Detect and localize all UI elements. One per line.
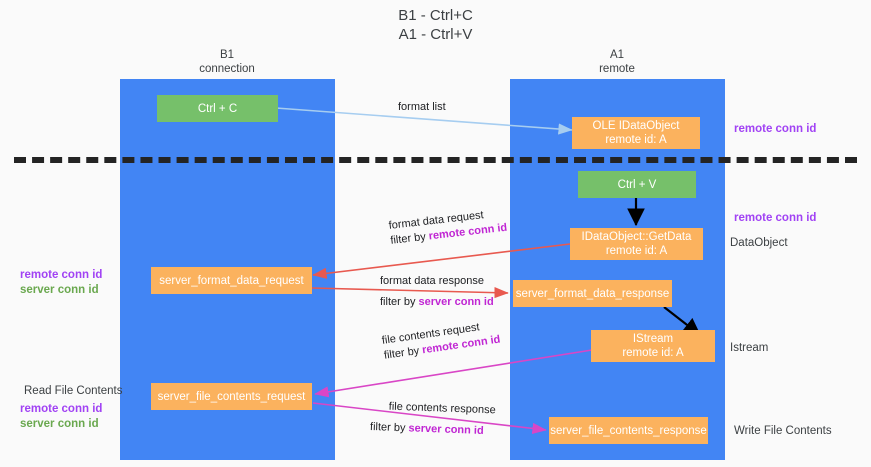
right-label-dataobject: DataObject	[730, 237, 788, 249]
column-header-a1-name: A1	[609, 49, 625, 61]
left-label-remote-conn-id-mid: remote conn id	[20, 269, 103, 281]
edge-label-format-data-request: format data request filter by remote con…	[388, 206, 508, 249]
filter-prefix: filter by	[383, 344, 424, 362]
node-istream[interactable]: IStream remote id: A	[591, 330, 715, 362]
edge-label-file-contents-response-filter: filter by server conn id	[370, 420, 495, 439]
node-idataobject-getdata[interactable]: IDataObject::GetData remote id: A	[570, 228, 703, 260]
node-ctrl-c[interactable]: Ctrl + C	[157, 95, 278, 122]
column-header-b1: B1 connection	[137, 48, 317, 76]
column-header-b1-name: B1	[219, 49, 235, 61]
node-ole-idataobject-remote-id: remote id: A	[605, 134, 667, 146]
node-istream-title: IStream	[632, 333, 674, 345]
edge-label-format-data-response-filter: filter by server conn id	[380, 295, 494, 310]
right-label-remote-conn-id-top: remote conn id	[734, 123, 817, 135]
left-label-server-conn-id-bottom: server conn id	[20, 418, 99, 430]
node-ole-idataobject-title: OLE IDataObject	[592, 120, 680, 132]
node-server-format-data-request[interactable]: server_format_data_request	[151, 267, 312, 294]
node-server-format-data-response-label: server_format_data_response	[515, 287, 670, 300]
node-idataobject-getdata-remote-id: remote id: A	[605, 245, 668, 257]
node-ctrl-v-label: Ctrl + V	[617, 178, 657, 191]
node-server-format-data-request-label: server_format_data_request	[159, 274, 304, 287]
edge-label-format-data-response-text: format data response	[380, 275, 484, 287]
right-label-write-file-contents: Write File Contents	[734, 425, 832, 437]
edge-label-format-data-response: format data response filter by server co…	[380, 274, 494, 310]
column-header-a1: A1 remote	[527, 48, 707, 76]
right-label-istream: Istream	[730, 342, 769, 354]
node-server-file-contents-request[interactable]: server_file_contents_request	[151, 383, 312, 410]
node-ole-idataobject[interactable]: OLE IDataObject remote id: A	[572, 117, 700, 149]
node-ctrl-c-label: Ctrl + C	[197, 102, 238, 115]
right-label-remote-conn-id-mid: remote conn id	[734, 212, 817, 224]
title-line-2: A1 - Ctrl+V	[398, 26, 473, 43]
filter-prefix: filter by	[389, 230, 430, 247]
filter-key-server-conn-id: server conn id	[418, 296, 494, 308]
node-idataobject-getdata-title: IDataObject::GetData	[581, 231, 692, 243]
column-header-b1-sub: connection	[199, 63, 255, 75]
section-divider	[14, 157, 857, 163]
left-label-remote-conn-id-bottom: remote conn id	[20, 403, 103, 415]
column-header-a1-sub: remote	[599, 63, 635, 75]
edge-label-format-list-text: format list	[398, 101, 446, 113]
title-line-1: B1 - Ctrl+C	[398, 7, 473, 24]
filter-prefix: filter by	[369, 420, 409, 435]
node-server-file-contents-request-label: server_file_contents_request	[157, 390, 306, 403]
edge-label-file-contents-request: file contents request filter by remote c…	[381, 318, 501, 364]
left-label-server-conn-id-mid: server conn id	[20, 284, 99, 296]
node-server-format-data-response[interactable]: server_format_data_response	[513, 280, 672, 307]
page-title: B1 - Ctrl+C A1 - Ctrl+V	[0, 6, 871, 44]
edge-label-format-list: format list	[398, 100, 446, 115]
edge-label-file-contents-response-text: file contents response	[388, 400, 496, 417]
filter-prefix: filter by	[380, 296, 419, 308]
filter-key-server-conn-id: server conn id	[408, 422, 484, 437]
node-server-file-contents-response[interactable]: server_file_contents_response	[549, 417, 708, 444]
node-server-file-contents-response-label: server_file_contents_response	[550, 424, 707, 437]
edge-label-file-contents-response: file contents response filter by server …	[370, 399, 496, 439]
node-istream-remote-id: remote id: A	[622, 347, 684, 359]
node-ctrl-v[interactable]: Ctrl + V	[578, 171, 696, 198]
left-label-read-file-contents: Read File Contents	[24, 385, 123, 397]
